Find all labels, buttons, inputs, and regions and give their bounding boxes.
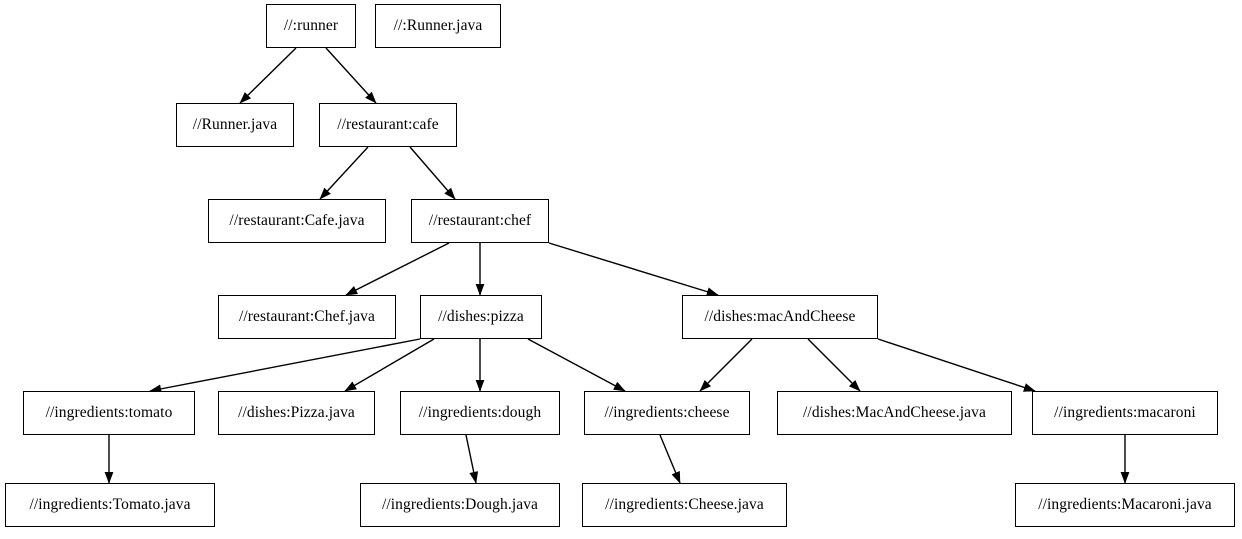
graph-edge	[659, 434, 681, 484]
graph-node-label: //dishes:macAndCheese	[704, 308, 856, 326]
graph-node-ingredients_cheese[interactable]: //ingredients:cheese	[584, 391, 750, 435]
graph-edge	[344, 338, 435, 392]
graph-node-label: //:Runner.java	[393, 17, 483, 35]
graph-node-restaurant_chef_java[interactable]: //restaurant:Chef.java	[218, 295, 396, 339]
graph-node-label: //ingredients:Macaroni.java	[1038, 496, 1212, 514]
graph-node-label: //ingredients:Tomato.java	[29, 496, 191, 514]
graph-node-label: //restaurant:Chef.java	[238, 308, 376, 326]
graph-node-dishes_pizza[interactable]: //dishes:pizza	[420, 295, 542, 339]
graph-edge	[527, 338, 626, 392]
graph-node-dishes_macandcheese[interactable]: //dishes:macAndCheese	[682, 295, 878, 339]
graph-node-runner_java[interactable]: //Runner.java	[176, 103, 294, 147]
graph-node-label: //ingredients:cheese	[604, 404, 730, 422]
graph-edge	[149, 338, 421, 394]
graph-node-label: //dishes:MacAndCheese.java	[803, 404, 986, 422]
graph-edge	[548, 242, 719, 296]
graph-node-ingredients_tomato[interactable]: //ingredients:tomato	[23, 391, 195, 435]
graph-node-ingredients_macaroni_java[interactable]: //ingredients:Macaroni.java	[1015, 483, 1235, 527]
graph-edge	[465, 434, 479, 484]
graph-node-restaurant_chef[interactable]: //restaurant:chef	[411, 199, 549, 243]
graph-edge	[325, 47, 377, 104]
graph-node-ingredients_dough_java[interactable]: //ingredients:Dough.java	[360, 483, 560, 527]
graph-edge	[699, 338, 753, 392]
graph-node-label: //ingredients:Dough.java	[381, 496, 539, 514]
graph-node-dishes_pizza_java[interactable]: //dishes:Pizza.java	[218, 391, 375, 435]
graph-node-label: //ingredients:dough	[418, 404, 542, 422]
graph-edge	[239, 47, 297, 104]
graph-node-label: //Runner.java	[192, 116, 278, 134]
graph-edge	[319, 146, 369, 200]
graph-node-restaurant_cafe_java[interactable]: //restaurant:Cafe.java	[208, 199, 386, 243]
graph-edge	[877, 338, 1036, 392]
graph-node-ingredients_cheese_java[interactable]: //ingredients:Cheese.java	[582, 483, 787, 527]
graph-edge	[345, 242, 450, 296]
graph-edge	[807, 338, 861, 392]
graph-node-label: //restaurant:cafe	[337, 116, 439, 134]
graph-node-ingredients_macaroni[interactable]: //ingredients:macaroni	[1032, 391, 1218, 435]
graph-node-label: //restaurant:Cafe.java	[229, 212, 365, 230]
graph-node-label: //dishes:pizza	[438, 308, 524, 326]
graph-edge	[409, 146, 456, 200]
graph-node-runner_java_root[interactable]: //:Runner.java	[375, 4, 501, 48]
graph-node-runner[interactable]: //:runner	[266, 4, 356, 48]
graph-node-label: //restaurant:chef	[428, 212, 532, 230]
graph-node-ingredients_tomato_java[interactable]: //ingredients:Tomato.java	[5, 483, 215, 527]
graph-node-label: //ingredients:tomato	[45, 404, 173, 422]
graph-node-dishes_macandcheese_java[interactable]: //dishes:MacAndCheese.java	[777, 391, 1012, 435]
graph-node-restaurant_cafe[interactable]: //restaurant:cafe	[319, 103, 457, 147]
graph-node-label: //ingredients:Cheese.java	[605, 496, 764, 514]
graph-node-ingredients_dough[interactable]: //ingredients:dough	[400, 391, 560, 435]
graph-node-label: //ingredients:macaroni	[1054, 404, 1196, 422]
graph-node-label: //dishes:Pizza.java	[238, 404, 355, 422]
graph-node-label: //:runner	[283, 17, 339, 35]
